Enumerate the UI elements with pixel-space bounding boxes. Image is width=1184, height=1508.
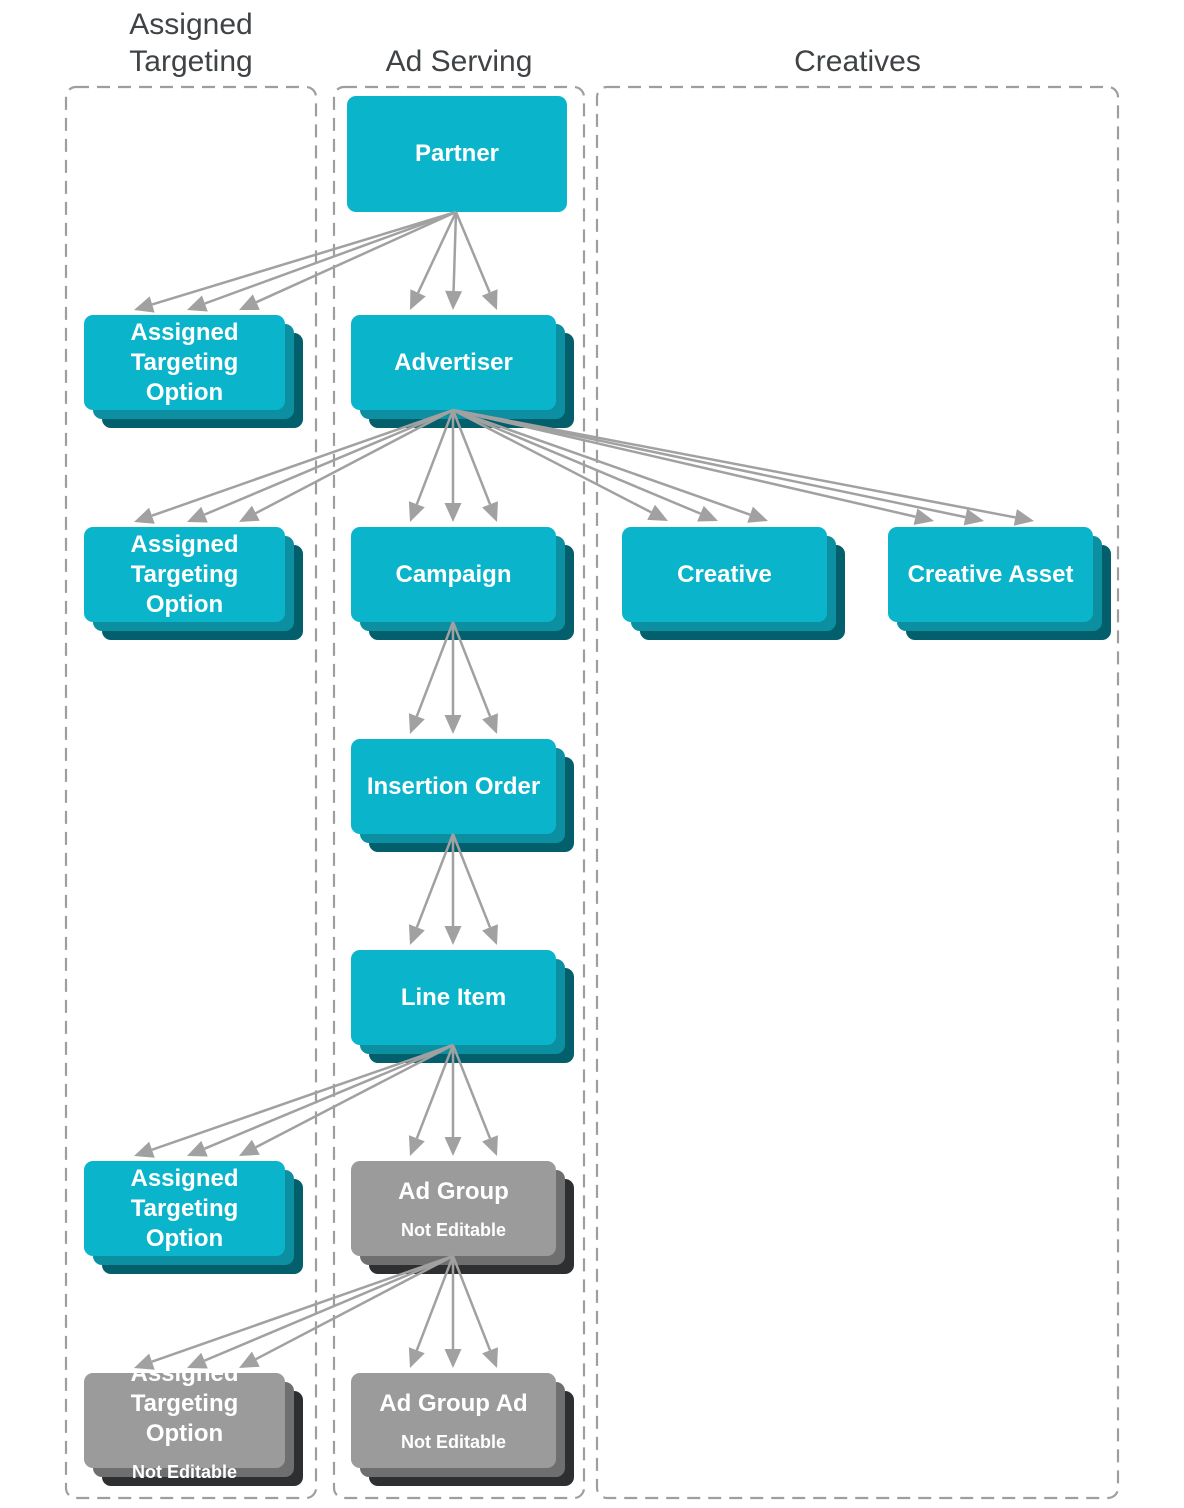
node-creative: Creative bbox=[622, 527, 845, 640]
node-partner-label: Partner bbox=[414, 140, 500, 167]
node-ad-group-ad-sublabel: Not Editable bbox=[400, 1432, 506, 1452]
node-assigned-targeting-option-1: Assigned Targeting Option bbox=[84, 315, 303, 428]
node-assigned-targeting-option-3: Assigned Targeting Option bbox=[84, 1161, 303, 1274]
node-ad-group-ad-label: Ad Group Ad bbox=[379, 1390, 528, 1417]
node-ad-group-sublabel: Not Editable bbox=[400, 1220, 506, 1240]
node-assigned-targeting-option-3-box: Assigned Targeting Option bbox=[84, 1161, 285, 1256]
node-insertion-order-box: Insertion Order bbox=[351, 739, 556, 834]
node-creative-asset: Creative Asset bbox=[888, 527, 1111, 640]
node-campaign-label: Campaign bbox=[395, 560, 512, 588]
node-advertiser: Advertiser bbox=[351, 315, 574, 428]
column-header-ad-serving: Ad Serving bbox=[385, 45, 533, 78]
column-border-creatives bbox=[595, 85, 1120, 1500]
node-assigned-targeting-option-2: Assigned Targeting Option bbox=[84, 527, 303, 640]
node-line-item: Line Item bbox=[351, 950, 574, 1063]
node-line-item-box: Line Item bbox=[351, 950, 556, 1045]
column-header-assigned-targeting: Assigned Targeting bbox=[129, 8, 253, 78]
node-line-item-label: Line Item bbox=[400, 983, 507, 1011]
node-ad-group-ad-box: Ad Group Ad Not Editable bbox=[351, 1373, 556, 1468]
node-creative-asset-label: Creative Asset bbox=[907, 560, 1074, 588]
node-assigned-targeting-option-1-label: Assigned Targeting Option bbox=[130, 318, 239, 406]
node-assigned-targeting-option-4-label: Assigned Targeting Option bbox=[130, 1360, 239, 1447]
node-advertiser-label: Advertiser bbox=[394, 348, 513, 376]
node-campaign: Campaign bbox=[351, 527, 574, 640]
node-ad-group-ad: Ad Group Ad Not Editable bbox=[351, 1373, 574, 1486]
node-assigned-targeting-option-2-box: Assigned Targeting Option bbox=[84, 527, 285, 622]
node-creative-asset-box: Creative Asset bbox=[888, 527, 1093, 622]
node-creative-label: Creative bbox=[677, 560, 772, 588]
node-ad-group-label: Ad Group bbox=[398, 1178, 509, 1205]
node-creative-box: Creative bbox=[622, 527, 827, 622]
node-assigned-targeting-option-2-label: Assigned Targeting Option bbox=[130, 530, 239, 618]
node-advertiser-box: Advertiser bbox=[351, 315, 556, 410]
node-assigned-targeting-option-1-box: Assigned Targeting Option bbox=[84, 315, 285, 410]
node-insertion-order: Insertion Order bbox=[351, 739, 574, 852]
node-campaign-box: Campaign bbox=[351, 527, 556, 622]
column-header-creatives: Creatives bbox=[794, 45, 921, 78]
column-border-assigned-targeting bbox=[64, 85, 318, 1500]
node-partner-box: Partner bbox=[347, 96, 567, 212]
node-partner: Partner bbox=[347, 96, 567, 212]
node-assigned-targeting-option-3-label: Assigned Targeting Option bbox=[130, 1164, 239, 1252]
node-assigned-targeting-option-4-sublabel: Not Editable bbox=[131, 1462, 237, 1482]
node-insertion-order-label: Insertion Order bbox=[366, 772, 541, 800]
column-border-ad-serving bbox=[332, 85, 586, 1500]
